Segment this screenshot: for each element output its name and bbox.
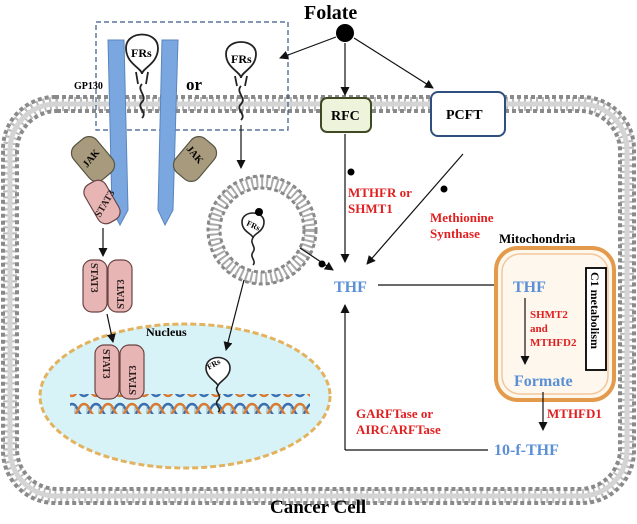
folate-dot-vesicle — [318, 260, 326, 268]
shmt2-label-line2: and — [530, 323, 548, 335]
gp130-receptor — [107, 39, 179, 227]
garftase-label-line1: GARFTase or — [356, 406, 433, 421]
mitochondria-label: Mitochondria — [499, 231, 576, 246]
rfc-transporter — [320, 97, 372, 133]
mthfr-label-line2: SHMT1 — [348, 201, 393, 216]
10-f-thf-label: 10-f-THF — [494, 442, 559, 459]
shmt2-label-line3: MTHFD2 — [530, 337, 577, 349]
jak-left — [70, 135, 116, 183]
jak-right — [172, 135, 218, 183]
receptor-group-box — [95, 21, 289, 131]
c1-metabolism-label: C1 metabolism — [588, 272, 602, 349]
mthfd1-label: MTHFD1 — [547, 406, 602, 421]
thf-mito-label: THF — [513, 279, 546, 296]
stat3-membrane — [83, 179, 121, 225]
folate-receptor-nucleus — [205, 356, 231, 413]
nucleus-label: Nucleus — [146, 325, 187, 339]
cell-membrane — [1, 95, 636, 505]
c1-metabolism-box — [585, 267, 607, 371]
stat3-dimer-a-label: STAT3 — [88, 263, 99, 293]
thf-main-label: THF — [334, 279, 367, 296]
methionine-label-line2: Synthase — [430, 226, 480, 241]
cancer-cell-label: Cancer Cell — [270, 497, 366, 518]
garftase-label-line2: AIRCARFTase — [356, 422, 441, 437]
formate-label: Formate — [514, 373, 573, 390]
endocytic-vesicle — [206, 174, 318, 286]
folate-receptor-left — [125, 33, 159, 119]
folate-dot-pcft — [440, 185, 448, 193]
pcft-label: PCFT — [446, 108, 483, 123]
frs-left-label: FRs — [131, 46, 152, 60]
folate-receptor-right — [225, 41, 257, 121]
folate-dot-rfc — [347, 168, 355, 176]
shmt2-label-line1: SHMT2 — [530, 309, 568, 321]
gp130-label: GP130 — [74, 81, 103, 92]
stat3-dimer-b-label: STAT3 — [116, 279, 127, 309]
rfc-label: RFC — [331, 109, 360, 124]
mthfr-label-line1: MTHFR or — [348, 185, 412, 200]
methionine-label-line1: Methionine — [430, 210, 494, 225]
folate-molecule-icon — [336, 24, 354, 42]
stat3-nucleus-b-label: STAT3 — [128, 365, 139, 395]
stat3-nucleus — [94, 344, 145, 400]
stat3-nucleus-a-label: STAT3 — [100, 349, 111, 379]
stat3-dimer — [82, 259, 133, 313]
frs-right-label: FRs — [231, 52, 252, 66]
folate-label: Folate — [304, 2, 357, 24]
pcft-transporter — [430, 91, 506, 137]
nucleus — [38, 322, 332, 470]
or-label: or — [186, 75, 203, 94]
